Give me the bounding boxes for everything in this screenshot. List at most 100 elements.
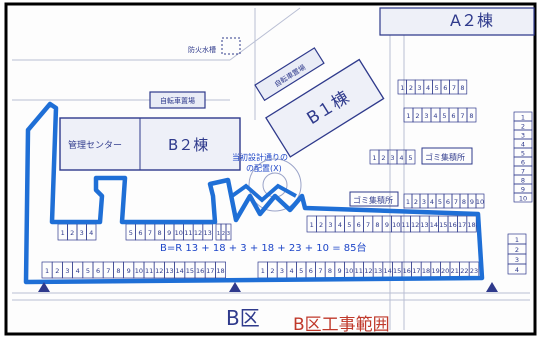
parking-space-number: 4 xyxy=(76,267,80,275)
parking-space-number: 15 xyxy=(439,221,447,229)
parking-space xyxy=(225,223,232,241)
parking-space xyxy=(457,79,468,95)
parking-space-number: 18 xyxy=(422,267,430,275)
parking-space-number: 10 xyxy=(135,267,143,275)
parking-space-number: 1 xyxy=(406,198,410,206)
parking-space-number: 2 xyxy=(409,84,413,92)
parking-space-number: 2 xyxy=(515,246,519,254)
parking-space-number: 1 xyxy=(261,267,265,275)
roundabout xyxy=(248,158,302,212)
parking-space-number: 19 xyxy=(431,267,439,275)
parking-space-number: 20 xyxy=(441,267,449,275)
parking-space-number: 21 xyxy=(451,267,459,275)
parking-space-number: 11 xyxy=(402,221,410,229)
parking-space-number: 8 xyxy=(462,198,466,206)
parking-space-number: 7 xyxy=(106,267,110,275)
parking-space-number: 8 xyxy=(328,267,332,275)
bicycle-shed-2 xyxy=(149,91,206,109)
parking-space xyxy=(475,193,485,209)
parking-space-number: 17 xyxy=(458,221,466,229)
garbage-station-2 xyxy=(349,191,399,207)
parking-space-number: 2 xyxy=(70,229,74,237)
parking-space-number: 7 xyxy=(521,168,525,176)
parking-space-number: 9 xyxy=(521,186,525,194)
parking-space-number: 1 xyxy=(400,84,404,92)
parking-space xyxy=(215,261,226,279)
marker-triangle-right xyxy=(486,282,498,292)
parking-space-number: 3 xyxy=(515,256,519,264)
parking-space-number: 3 xyxy=(65,267,69,275)
parking-space-number: 8 xyxy=(460,84,464,92)
parking-space-number: 10 xyxy=(519,195,527,203)
building-a2 xyxy=(379,7,535,36)
parking-space-number: 7 xyxy=(454,198,458,206)
district-label: B区 xyxy=(226,306,260,330)
parking-space-number: 5 xyxy=(347,221,351,229)
fire-cistern-label: 防火水槽 xyxy=(188,45,216,54)
parking-space-number: 16 xyxy=(403,267,411,275)
parking-space-number: 5 xyxy=(521,150,525,158)
parking-space-number: 13 xyxy=(165,267,173,275)
parking-space-number: 3 xyxy=(390,154,394,162)
marker-triangle-left xyxy=(38,282,50,292)
building-b2-label: B２棟 xyxy=(168,136,208,154)
parking-space-number: 5 xyxy=(129,229,133,237)
parking-space-number: 4 xyxy=(430,198,434,206)
parking-space-number: 9 xyxy=(167,229,171,237)
parking-space-number: 13 xyxy=(374,267,382,275)
parking-space-number: 3 xyxy=(422,198,426,206)
construction-area-label: B区工事範囲 xyxy=(293,315,390,335)
parking-space-number: 4 xyxy=(433,112,437,120)
parking-space-number: 12 xyxy=(411,221,419,229)
parking-space-number: 1 xyxy=(61,229,65,237)
parking-space-number: 16 xyxy=(449,221,457,229)
parking-space-number: 6 xyxy=(309,267,313,275)
parking-space-number: 6 xyxy=(138,229,142,237)
parking-space-number: 2 xyxy=(381,154,385,162)
building-b1: B１棟 xyxy=(265,58,385,158)
parking-space-number: 6 xyxy=(446,198,450,206)
parking-space-number: 4 xyxy=(89,229,93,237)
parking-space-number: 1 xyxy=(406,112,410,120)
parking-space xyxy=(507,263,527,275)
parking-space-number: 4 xyxy=(338,221,342,229)
parking-space-number: 8 xyxy=(521,177,525,185)
parking-space-number: 3 xyxy=(328,221,332,229)
parking-space-number: 1 xyxy=(45,267,49,275)
parking-space-number: 6 xyxy=(357,221,361,229)
parking-space-number: 4 xyxy=(521,141,525,149)
garbage-station-2-label: ゴミ集積所 xyxy=(353,195,393,205)
parking-space-number: 15 xyxy=(186,267,194,275)
parking-space-number: 2 xyxy=(521,123,525,131)
parking-space-number: 14 xyxy=(383,267,391,275)
parking-space-number: 1 xyxy=(521,114,525,122)
parking-space-number: 8 xyxy=(158,229,162,237)
parking-space-number: 11 xyxy=(145,267,153,275)
parking-space-number: 2 xyxy=(270,267,274,275)
parking-space-number: 1 xyxy=(217,231,220,237)
parking-space-number: 18 xyxy=(216,267,224,275)
parking-space-number: 8 xyxy=(469,112,473,120)
parking-space-number: 3 xyxy=(80,229,84,237)
parking-space-number: 4 xyxy=(426,84,430,92)
parking-space-number: 18 xyxy=(467,221,475,229)
building-a2-label: A２棟 xyxy=(450,11,493,30)
parking-space-number: 3 xyxy=(227,231,230,237)
boundary-zigzag xyxy=(230,183,297,203)
parking-space-number: 2 xyxy=(415,112,419,120)
parking-space-number: 7 xyxy=(148,229,152,237)
parking-space-number: 9 xyxy=(470,198,474,206)
parking-space-number: 4 xyxy=(515,266,519,274)
parking-space-number: 6 xyxy=(96,267,100,275)
parking-space-number: 1 xyxy=(372,154,376,162)
parking-space-number: 8 xyxy=(116,267,120,275)
parking-space-number: 12 xyxy=(364,267,372,275)
